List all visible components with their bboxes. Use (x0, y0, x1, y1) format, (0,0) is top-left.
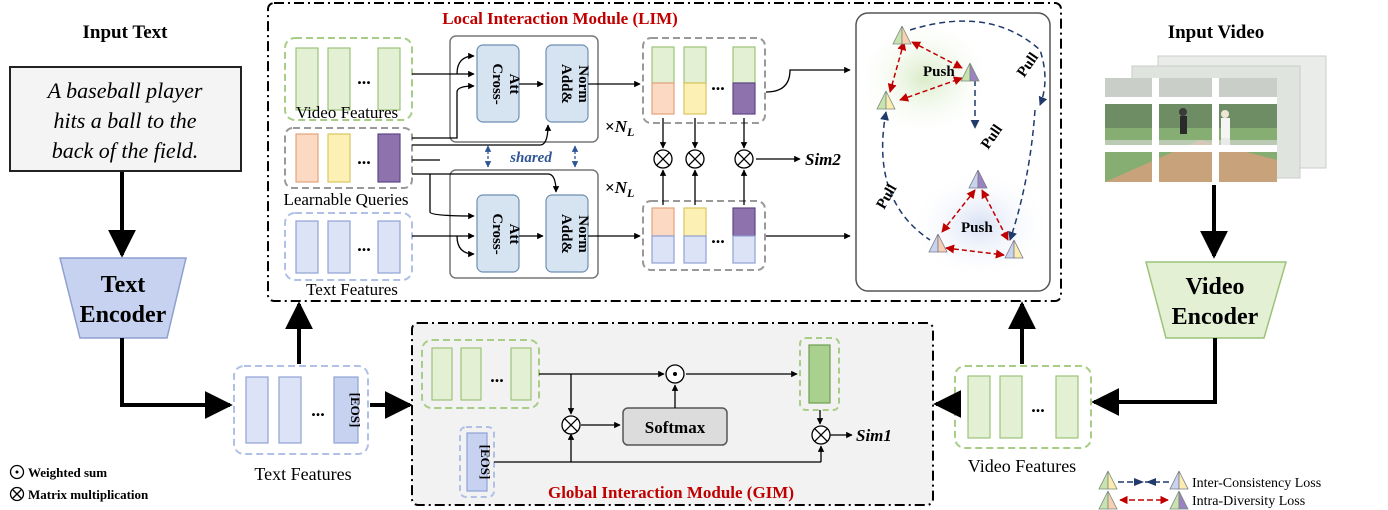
eos-token: [EOS] (478, 445, 493, 480)
sim2-label: Sim2 (805, 150, 841, 169)
input-text-line: back of the field. (52, 138, 199, 163)
video-encoder: Video Encoder (1145, 261, 1287, 339)
ellipsis: ... (357, 235, 371, 255)
add-norm-label: Norm (575, 215, 591, 253)
input-text-line: A baseball player (46, 78, 203, 103)
learnable-queries-label: Learnable Queries (283, 190, 408, 209)
input-video-frames (1105, 55, 1327, 182)
cross-att-block-top: Cross- Att (476, 44, 522, 123)
matrix-mult-icon (561, 415, 581, 435)
lim-video-features: ... (284, 37, 413, 121)
add-norm-block-top: Add& Norm (545, 44, 591, 123)
cross-att-label: Att (506, 74, 522, 95)
video-encoder-label: Video (1185, 274, 1244, 300)
shared-label: shared (509, 150, 552, 166)
lim-arrows (412, 52, 641, 258)
arrow-encoder-to-text-features (120, 338, 233, 419)
cross-att-label: Att (506, 224, 522, 245)
legend-inter-consistency: Inter-Consistency Loss (1098, 470, 1321, 491)
video-features-group: ... (954, 365, 1092, 449)
ellipsis: ... (311, 400, 325, 420)
sim1-label: Sim1 (856, 426, 892, 445)
push-label: Push (923, 64, 955, 80)
text-features-group: ... [EOS] (233, 365, 369, 455)
ellipsis: ... (490, 366, 504, 386)
lim-output-bottom: ... (642, 200, 766, 271)
lim-module-border (267, 2, 1062, 302)
shared-indicator: shared (484, 145, 579, 168)
intra-diversity-label: Intra-Diversity Loss (1192, 494, 1305, 509)
push-label: Push (961, 220, 993, 236)
ellipsis: ... (1031, 396, 1045, 416)
gim-video-features: ... (421, 339, 540, 409)
lim-title: Local Interaction Module (LIM) (442, 9, 678, 28)
gim-arrows (494, 370, 853, 463)
legend-matrix-mult: Matrix multiplication (9, 486, 149, 502)
video-features-label: Video Features (968, 456, 1076, 476)
cross-att-label: Cross- (489, 213, 505, 254)
lim-video-features-label: Video Features (296, 103, 398, 122)
layers-count-top: ×NL (605, 117, 634, 139)
input-text-box: A baseball player hits a ball to the bac… (9, 66, 242, 172)
input-video-title: Input Video (1168, 22, 1265, 43)
weighted-sum-icon (665, 364, 685, 384)
video-encoder-label: Encoder (1172, 304, 1259, 330)
text-encoder: Text Encoder (59, 257, 187, 339)
matrix-mult-icon (811, 425, 831, 445)
add-norm-label: Add& (558, 64, 574, 104)
matrix-mult-icon (734, 149, 754, 169)
inter-consistency-label: Inter-Consistency Loss (1192, 476, 1321, 491)
weighted-sum-label: Weighted sum (28, 465, 107, 480)
add-norm-label: Add& (558, 214, 574, 254)
gim-title: Global Interaction Module (GIM) (548, 483, 794, 502)
ellipsis: ... (711, 74, 725, 94)
attention-block-top (449, 35, 599, 143)
matrix-mult-label: Matrix multiplication (28, 487, 149, 502)
cross-att-label: Cross- (489, 63, 505, 104)
input-text-title: Input Text (82, 22, 168, 43)
learnable-queries: ... (284, 127, 413, 189)
ellipsis: ... (711, 227, 725, 247)
add-norm-label: Norm (575, 65, 591, 103)
attention-block-bottom (449, 169, 599, 279)
arrow-encoder-to-video-features (1091, 338, 1217, 416)
contrastive-loss-panel: Push Push Pull Pull Pull (855, 12, 1051, 292)
ellipsis: ... (357, 68, 371, 88)
eos-token: [EOS] (348, 393, 363, 428)
lim-matrix-mult (659, 118, 801, 205)
matrix-mult-icon (653, 149, 673, 169)
lim-text-features: ... (284, 212, 413, 281)
arrow-to-loss-top (765, 66, 851, 93)
text-encoder-label: Encoder (80, 302, 167, 328)
text-encoder-label: Text (101, 272, 145, 298)
lim-text-features-label: Text Features (306, 280, 398, 299)
add-norm-block-bottom: Add& Norm (545, 194, 591, 273)
legend-intra-diversity: Intra-Diversity Loss (1098, 490, 1305, 510)
ellipsis: ... (357, 148, 371, 168)
matrix-mult-icon (685, 149, 705, 169)
softmax-label: Softmax (645, 418, 706, 437)
lim-output-top: ... (642, 37, 766, 124)
input-text-line: hits a ball to the (54, 108, 197, 133)
cross-att-block-bottom: Cross- Att (476, 194, 522, 273)
legend-weighted-sum: Weighted sum (9, 464, 107, 480)
gim-softmax: Softmax (622, 407, 728, 446)
text-features-label: Text Features (254, 464, 351, 484)
layers-count-bottom: ×NL (605, 178, 634, 200)
gim-output (799, 337, 840, 411)
